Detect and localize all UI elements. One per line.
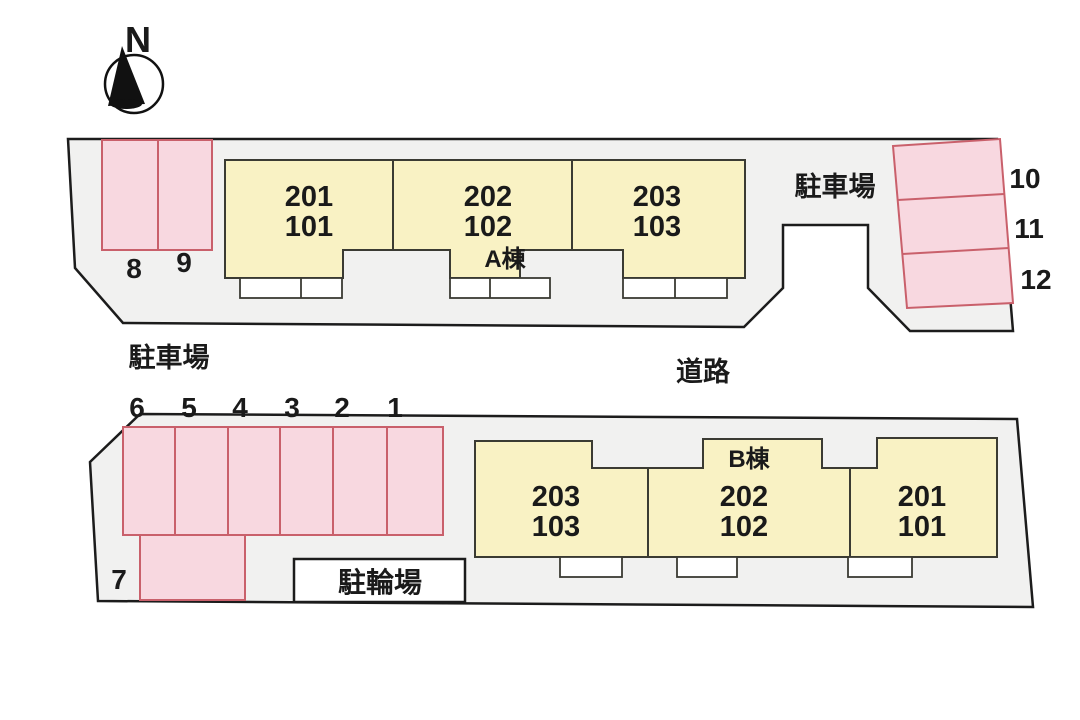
parking-spaces-10-12: 10 11 12 (891, 137, 1052, 310)
parking-space-12-label: 12 (1020, 264, 1051, 295)
building-a-unit3-lower: 103 (633, 211, 681, 243)
compass-needle-base-icon (110, 99, 142, 109)
building-a-unit2-upper: 202 (464, 181, 512, 213)
building-b: 203 103 202 102 201 101 B棟 (474, 437, 998, 578)
building-b-unit3-upper: 201 (898, 481, 946, 513)
parking-lot-top-label: 駐車場 (795, 172, 876, 202)
parking-space-9-label: 9 (176, 247, 192, 278)
building-b-unit2-upper: 202 (720, 481, 768, 513)
building-b-porch-2 (676, 556, 738, 578)
parking-spaces-1-6 (122, 426, 444, 536)
building-a-unit1-upper: 201 (285, 181, 333, 213)
bicycle-parking-label: 駐輪場 (338, 566, 422, 598)
parking-space-divider (897, 193, 1005, 201)
parking-lot-bottom-label: 駐車場 (129, 343, 210, 373)
building-a: 201 101 202 102 203 103 A棟 (224, 159, 746, 299)
compass-circle-icon (103, 53, 165, 115)
bicycle-parking-area (292, 557, 467, 604)
building-b-porch-1 (559, 556, 623, 578)
parking-space-column (891, 137, 1015, 310)
north-compass: N (103, 19, 165, 115)
bicycle-parking: 駐輪場 (292, 557, 467, 604)
parking-space-10-label: 10 (1009, 163, 1040, 194)
parking-space-5-label: 5 (181, 392, 197, 423)
building-a-unit2-lower: 102 (464, 211, 512, 243)
parking-space-4-label: 4 (232, 392, 248, 423)
parking-spaces-8-9: 8 9 (101, 139, 213, 284)
building-a-porch-1 (239, 277, 343, 299)
building-a-unit3-upper: 203 (633, 181, 681, 213)
compass-needle-icon (108, 46, 145, 106)
parking-space-3-label: 3 (284, 392, 300, 423)
building-b-unit3-lower: 101 (898, 511, 946, 543)
building-b-outline (474, 437, 998, 558)
building-a-porch-2 (449, 277, 551, 299)
parking-space-7-label: 7 (111, 564, 127, 595)
north-label: N (125, 19, 151, 60)
parking-space-7: 7 (111, 534, 246, 601)
building-b-unit2-lower: 102 (720, 511, 768, 543)
parking-space-row (122, 426, 444, 536)
parking-space-divider (902, 247, 1009, 255)
parking-space-7-area (139, 534, 246, 601)
parking-space-11-label: 11 (1014, 213, 1044, 244)
parking-space-6-label: 6 (129, 392, 145, 423)
building-b-unit1-upper: 203 (532, 481, 580, 513)
building-b-porch-3 (847, 556, 913, 578)
building-a-name: A棟 (484, 246, 526, 273)
building-b-unit1-lower: 103 (532, 511, 580, 543)
parking-space-1-label: 1 (387, 392, 403, 423)
parking-space-8-label: 8 (126, 253, 142, 284)
building-b-name: B棟 (728, 446, 770, 473)
parking-space-2-label: 2 (334, 392, 350, 423)
parking-row-numbers: 6 5 4 3 2 1 (129, 392, 403, 423)
road-label: 道路 (676, 356, 731, 387)
building-a-unit1-lower: 101 (285, 211, 333, 243)
